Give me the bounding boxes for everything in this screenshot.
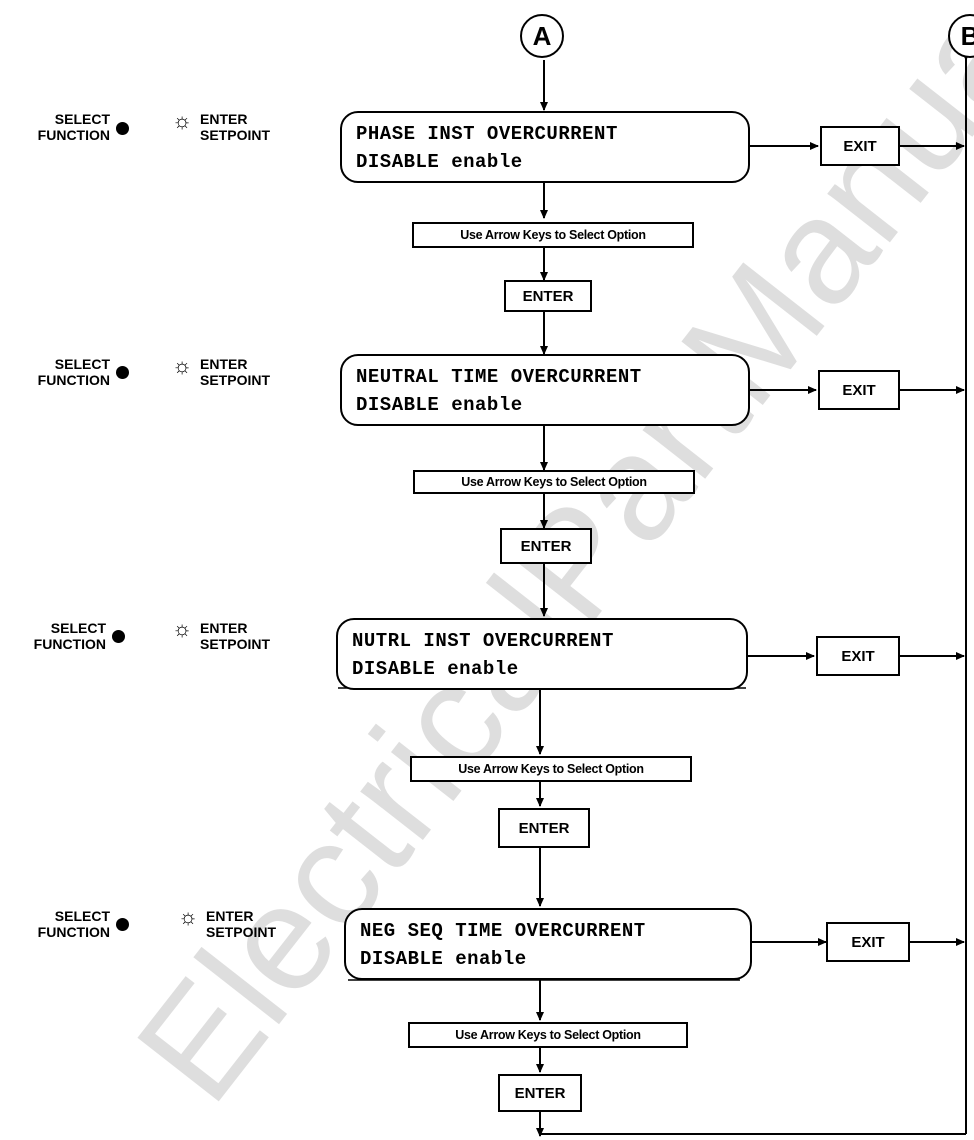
enter-setpoint-led-icon: ☼ xyxy=(172,108,193,133)
lcd-line-2: DISABLE enable xyxy=(352,658,519,680)
enter-button[interactable]: ENTER xyxy=(498,1074,582,1112)
lcd-display-neutral-time: NEUTRAL TIME OVERCURRENT DISABLE enable xyxy=(340,354,750,426)
function-text: FUNCTION xyxy=(37,924,110,940)
lcd-line-1: NEUTRAL TIME OVERCURRENT xyxy=(356,366,642,388)
arrow-keys-note: Use Arrow Keys to Select Option xyxy=(410,756,692,782)
enter-text: ENTER xyxy=(200,620,248,636)
enter-setpoint-label: ENTER SETPOINT xyxy=(200,356,270,388)
exit-button[interactable]: EXIT xyxy=(816,636,900,676)
setpoint-text: SETPOINT xyxy=(200,372,271,388)
lcd-line-1: NEG SEQ TIME OVERCURRENT xyxy=(360,920,646,942)
exit-button[interactable]: EXIT xyxy=(820,126,900,166)
arrow-keys-note: Use Arrow Keys to Select Option xyxy=(413,470,695,494)
enter-setpoint-led-icon: ☼ xyxy=(172,616,193,641)
select-text: SELECT xyxy=(54,111,110,127)
lcd-line-2: DISABLE enable xyxy=(356,151,523,173)
enter-setpoint-led-icon: ☼ xyxy=(178,904,199,929)
lcd-display-neg-seq-time: NEG SEQ TIME OVERCURRENT DISABLE enable xyxy=(344,908,752,980)
select-function-dot xyxy=(116,122,129,135)
connector-a: A xyxy=(520,14,564,58)
function-text: FUNCTION xyxy=(37,127,110,143)
enter-button[interactable]: ENTER xyxy=(504,280,592,312)
enter-text: ENTER xyxy=(206,908,254,924)
select-text: SELECT xyxy=(50,620,106,636)
function-text: FUNCTION xyxy=(37,372,110,388)
exit-button[interactable]: EXIT xyxy=(826,922,910,962)
lcd-line-1: PHASE INST OVERCURRENT xyxy=(356,123,618,145)
enter-button[interactable]: ENTER xyxy=(498,808,590,848)
arrow-keys-note: Use Arrow Keys to Select Option xyxy=(412,222,694,248)
enter-text: ENTER xyxy=(200,111,248,127)
setpoint-text: SETPOINT xyxy=(200,636,271,652)
enter-button[interactable]: ENTER xyxy=(500,528,592,564)
select-function-label: SELECT FUNCTION xyxy=(0,908,110,940)
select-function-dot xyxy=(116,366,129,379)
enter-setpoint-led-icon: ☼ xyxy=(172,353,193,378)
function-text: FUNCTION xyxy=(33,636,106,652)
exit-button[interactable]: EXIT xyxy=(818,370,900,410)
lcd-display-phase-inst: PHASE INST OVERCURRENT DISABLE enable xyxy=(340,111,750,183)
enter-text: ENTER xyxy=(200,356,248,372)
enter-setpoint-label: ENTER SETPOINT xyxy=(206,908,276,940)
lcd-line-2: DISABLE enable xyxy=(356,394,523,416)
enter-setpoint-label: ENTER SETPOINT xyxy=(200,620,270,652)
setpoint-text: SETPOINT xyxy=(200,127,271,143)
lcd-display-nutrl-inst: NUTRL INST OVERCURRENT DISABLE enable xyxy=(336,618,748,690)
select-function-label: SELECT FUNCTION xyxy=(0,620,106,652)
lcd-line-2: DISABLE enable xyxy=(360,948,527,970)
select-function-label: SELECT FUNCTION xyxy=(0,356,110,388)
select-function-dot xyxy=(116,918,129,931)
setpoint-text: SETPOINT xyxy=(206,924,277,940)
select-text: SELECT xyxy=(54,908,110,924)
select-function-dot xyxy=(112,630,125,643)
select-text: SELECT xyxy=(54,356,110,372)
lcd-line-1: NUTRL INST OVERCURRENT xyxy=(352,630,614,652)
enter-setpoint-label: ENTER SETPOINT xyxy=(200,111,270,143)
arrow-keys-note: Use Arrow Keys to Select Option xyxy=(408,1022,688,1048)
select-function-label: SELECT FUNCTION xyxy=(0,111,110,143)
